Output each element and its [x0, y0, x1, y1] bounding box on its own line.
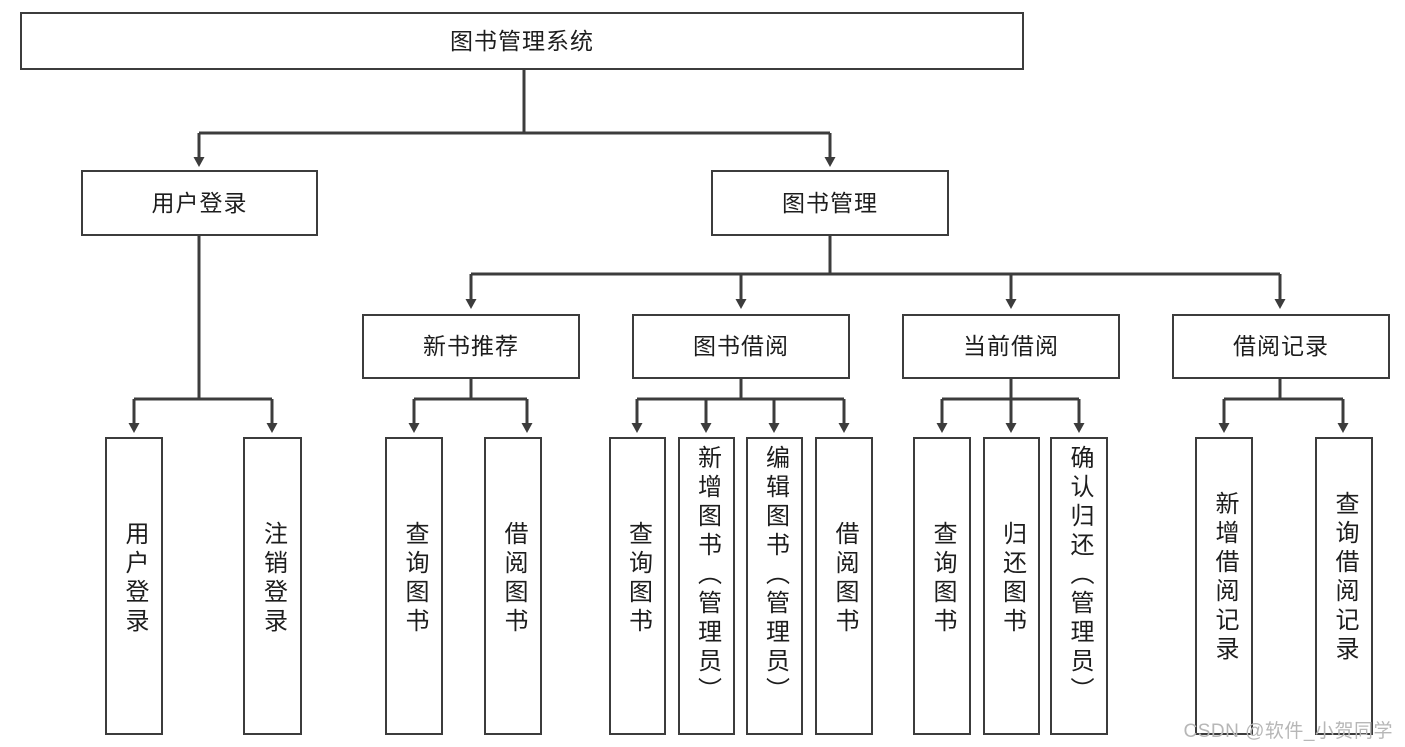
node-label: 查询借阅记录	[1331, 491, 1358, 665]
node-leaf-return-book[interactable]: 归还图书	[983, 437, 1040, 735]
node-label: 确认归还（管理员）	[1066, 445, 1093, 706]
node-leaf-borrow-book-1[interactable]: 借阅图书	[484, 437, 542, 735]
node-label: 用户登录	[121, 521, 148, 637]
node-leaf-query-book-2[interactable]: 查询图书	[609, 437, 666, 735]
node-label: 新书推荐	[423, 333, 519, 360]
node-label: 新增借阅记录	[1211, 491, 1238, 665]
node-label: 借阅记录	[1233, 333, 1329, 360]
node-new-book-recommend[interactable]: 新书推荐	[362, 314, 580, 379]
node-leaf-edit-book[interactable]: 编辑图书（管理员）	[746, 437, 803, 735]
node-user-login[interactable]: 用户登录	[81, 170, 318, 236]
node-current-borrow[interactable]: 当前借阅	[902, 314, 1120, 379]
node-label: 查询图书	[401, 521, 428, 637]
node-book-borrow[interactable]: 图书借阅	[632, 314, 850, 379]
csdn-watermark: CSDN @软件_小贺同学	[1183, 721, 1393, 742]
node-label: 新增图书（管理员）	[693, 445, 721, 706]
node-label: 当前借阅	[963, 333, 1059, 360]
node-label: 图书借阅	[693, 333, 789, 360]
node-label: 用户登录	[151, 189, 248, 216]
node-leaf-add-book[interactable]: 新增图书（管理员）	[678, 437, 735, 735]
node-book-management[interactable]: 图书管理	[711, 170, 949, 236]
node-label: 图书管理系统	[450, 27, 594, 54]
node-label: 图书管理	[782, 189, 878, 216]
node-label: 借阅图书	[500, 521, 527, 637]
node-borrow-record[interactable]: 借阅记录	[1172, 314, 1390, 379]
node-label: 注销登录	[259, 521, 287, 637]
node-leaf-confirm-return[interactable]: 确认归还（管理员）	[1050, 437, 1108, 735]
node-leaf-add-record[interactable]: 新增借阅记录	[1195, 437, 1253, 735]
node-leaf-query-book-1[interactable]: 查询图书	[385, 437, 443, 735]
node-leaf-query-record[interactable]: 查询借阅记录	[1315, 437, 1373, 735]
node-label: 查询图书	[624, 521, 652, 637]
node-leaf-query-book-3[interactable]: 查询图书	[913, 437, 971, 735]
node-label: 借阅图书	[831, 521, 858, 637]
node-leaf-borrow-book-2[interactable]: 借阅图书	[815, 437, 873, 735]
node-label: 查询图书	[929, 521, 956, 637]
node-label: 编辑图书（管理员）	[761, 445, 789, 706]
node-root-system[interactable]: 图书管理系统	[20, 12, 1024, 70]
node-label: 归还图书	[998, 521, 1026, 637]
node-leaf-logout[interactable]: 注销登录	[243, 437, 302, 735]
node-leaf-user-login[interactable]: 用户登录	[105, 437, 163, 735]
